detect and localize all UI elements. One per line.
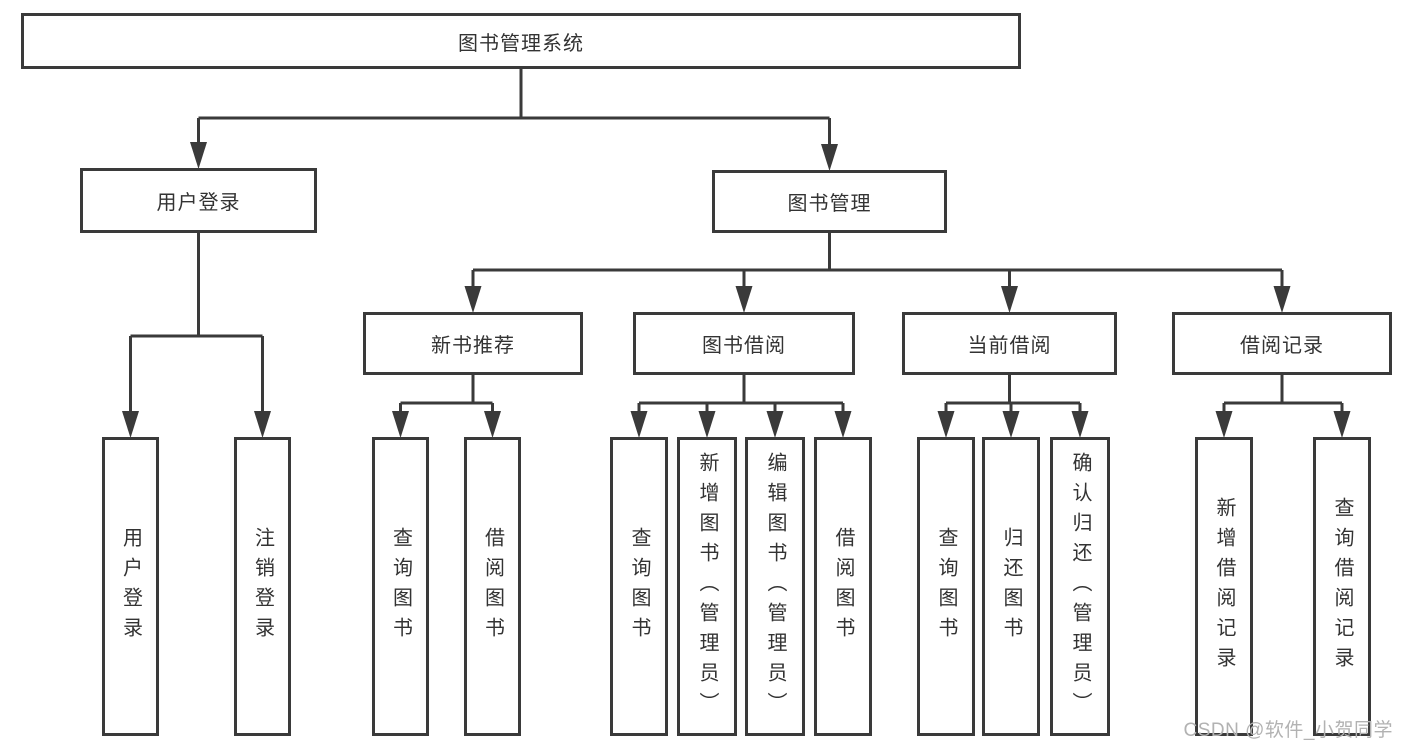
node-user-login: 用户登录 (80, 168, 317, 233)
node-query-book-3: 查询图书 (917, 437, 975, 736)
node-borrow-book-1: 借阅图书 (464, 437, 521, 736)
node-query-book-2: 查询图书 (610, 437, 668, 736)
node-add-book-admin: 新增图书（管理员） (677, 437, 737, 736)
node-borrow-book-2: 借阅图书 (814, 437, 872, 736)
node-new-book-rec: 新书推荐 (363, 312, 583, 375)
node-book-mgmt: 图书管理 (712, 170, 947, 233)
node-query-book-1: 查询图书 (372, 437, 429, 736)
node-add-borrow-record: 新增借阅记录 (1195, 437, 1253, 736)
node-borrow-record: 借阅记录 (1172, 312, 1392, 375)
node-logout: 注销登录 (234, 437, 291, 736)
node-edit-book-admin: 编辑图书（管理员） (745, 437, 805, 736)
node-user-login-leaf: 用户登录 (102, 437, 159, 736)
watermark: CSDN @软件_小贺同学 (1183, 720, 1393, 741)
node-book-borrow: 图书借阅 (633, 312, 855, 375)
node-return-book: 归还图书 (982, 437, 1040, 736)
node-current-borrow: 当前借阅 (902, 312, 1117, 375)
node-confirm-return-admin: 确认归还（管理员） (1050, 437, 1110, 736)
node-root: 图书管理系统 (21, 13, 1021, 69)
node-query-borrow-record: 查询借阅记录 (1313, 437, 1371, 736)
